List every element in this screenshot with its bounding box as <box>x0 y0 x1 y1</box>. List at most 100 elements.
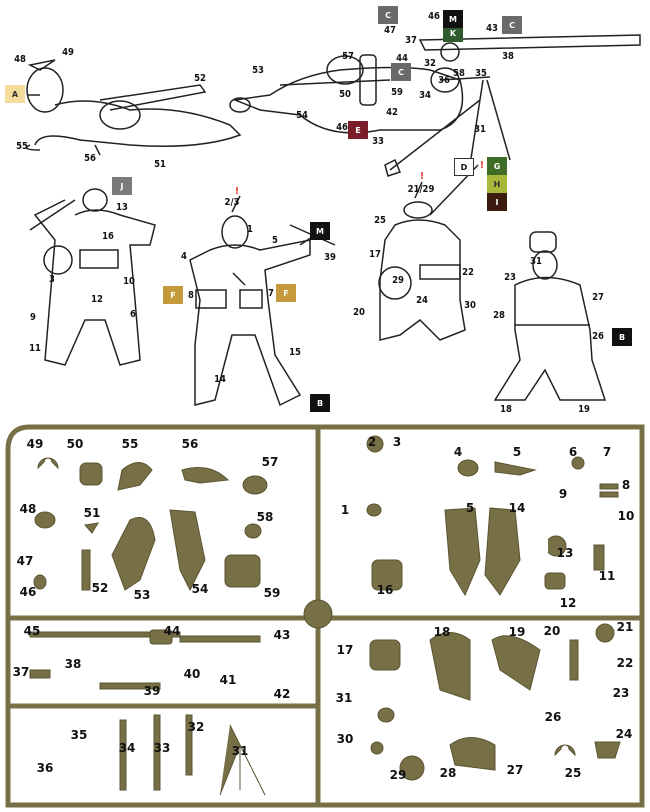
sprue-part-number: 20 <box>543 624 561 638</box>
sprue-part-number: 13 <box>556 546 574 560</box>
sprue-part-number: 4 <box>453 445 463 459</box>
figure-kneeling-front-drawing <box>493 231 607 401</box>
sprue-part-number: 38 <box>64 657 82 671</box>
part-label: 48 <box>14 54 26 65</box>
part-label: 5 <box>272 235 278 246</box>
figure-prone-right-drawing <box>229 54 464 134</box>
part-label: 7 <box>268 288 274 299</box>
part-label: 8 <box>188 290 194 301</box>
sprue-part-number: 43 <box>273 628 291 642</box>
part-label: 31 <box>474 124 486 135</box>
part-label: 57 <box>342 51 354 62</box>
color-callout-c: C <box>378 6 398 24</box>
part-label: 59 <box>391 87 403 98</box>
part-label: 12 <box>91 294 103 305</box>
part-label: 32 <box>424 58 436 69</box>
sprue-part-number: 44 <box>163 624 181 638</box>
part-label: 50 <box>339 89 351 100</box>
sprue-part-number: 45 <box>23 624 41 638</box>
color-callout-c: C <box>502 16 522 34</box>
part-label: 42 <box>386 107 398 118</box>
sprue-part-number: 58 <box>256 510 274 524</box>
part-label: 43 <box>486 23 498 34</box>
sprue-part-number: 55 <box>121 437 139 451</box>
part-label: 51 <box>154 159 166 170</box>
sprue-part-number: 52 <box>91 581 109 595</box>
part-label: 6 <box>130 309 136 320</box>
color-callout-b: B <box>612 328 632 346</box>
part-label: 13 <box>116 202 128 213</box>
part-label: 34 <box>419 90 431 101</box>
color-callout-j: J <box>112 177 132 195</box>
sprue-part-number: 54 <box>191 582 209 596</box>
sprue-part-number: 7 <box>602 445 612 459</box>
part-label: 29 <box>392 275 404 286</box>
part-label: 38 <box>502 51 514 62</box>
sprue-part-number: 8 <box>621 478 631 492</box>
part-label: 33 <box>372 136 384 147</box>
figure-back-drawing <box>29 188 156 366</box>
sprue-parts-shapes <box>29 435 621 796</box>
part-label: 55 <box>16 141 28 152</box>
color-callout-c: C <box>391 63 411 81</box>
sprue-part-number: 57 <box>261 455 279 469</box>
color-callout-m: M <box>310 222 330 240</box>
part-label: 30 <box>464 300 476 311</box>
sprue-part-number: 10 <box>617 509 635 523</box>
machine-gun-drawing <box>384 34 641 177</box>
part-label: 26 <box>592 331 604 342</box>
sprue-part-number: 24 <box>615 727 633 741</box>
sprue-part-number: 23 <box>612 686 630 700</box>
sprue-part-number: 40 <box>183 667 201 681</box>
part-label: 47 <box>384 25 396 36</box>
part-label: 31 <box>530 256 542 267</box>
attention-mark: ! <box>480 160 484 171</box>
color-callout-f: F <box>276 284 296 302</box>
sprue-part-number: 31 <box>335 691 353 705</box>
part-label: 46 <box>428 11 440 22</box>
color-callout-i: I <box>487 193 507 211</box>
part-label: 4 <box>181 251 187 262</box>
part-label: 3 <box>49 274 55 285</box>
part-label: 22 <box>462 267 474 278</box>
part-label: 58 <box>453 68 465 79</box>
part-label: 11 <box>29 343 41 354</box>
sprue-part-number: 51 <box>83 506 101 520</box>
sprue-part-number: 42 <box>273 687 291 701</box>
sprue-part-number: 26 <box>544 710 562 724</box>
part-label: 2/3 <box>224 197 240 208</box>
part-label: 24 <box>416 295 428 306</box>
part-label: 17 <box>369 249 381 260</box>
figure-prone-left-drawing <box>25 59 242 156</box>
attention-mark: ! <box>235 186 239 197</box>
sprue-part-number: 19 <box>508 625 526 639</box>
part-label: 25 <box>374 215 386 226</box>
sprue-part-number: 5 <box>512 445 522 459</box>
sprue-part-number: 53 <box>133 588 151 602</box>
part-label: 18 <box>500 404 512 415</box>
part-label: 28 <box>493 310 505 321</box>
part-label: 39 <box>324 252 336 263</box>
sprue-part-number: 1 <box>340 503 350 517</box>
sprue-part-number: 22 <box>616 656 634 670</box>
sprue-part-number: 2 <box>367 435 377 449</box>
sprue-part-number: 28 <box>439 766 457 780</box>
part-label: 20 <box>353 307 365 318</box>
part-label: 52 <box>194 73 206 84</box>
sprue-part-number: 34 <box>118 741 136 755</box>
part-label: 53 <box>252 65 264 76</box>
sprue-part-number: 33 <box>153 741 171 755</box>
sprue-part-number: 32 <box>187 720 205 734</box>
sprue-part-number: 11 <box>598 569 616 583</box>
part-label: 16 <box>102 231 114 242</box>
sprue-part-number: 46 <box>19 585 37 599</box>
part-label: 49 <box>62 47 74 58</box>
part-label: 37 <box>405 35 417 46</box>
sprue-part-number: 31 <box>231 744 249 758</box>
sprue-part-number: 16 <box>376 583 394 597</box>
sprue-part-number: 35 <box>70 728 88 742</box>
part-label: 36 <box>438 75 450 86</box>
sprue-part-number: 25 <box>564 766 582 780</box>
part-label: 14 <box>214 374 226 385</box>
